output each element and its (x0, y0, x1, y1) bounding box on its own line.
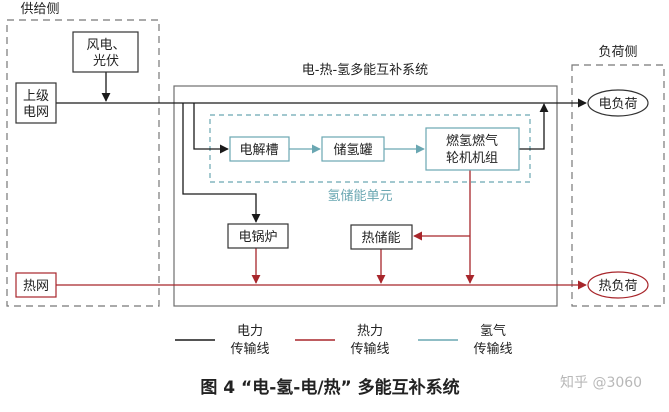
svg-text:电锅炉: 电锅炉 (238, 229, 277, 245)
svg-text:光伏: 光伏 (93, 54, 119, 69)
svg-text:热网: 热网 (23, 279, 49, 294)
electrolyzer-node: 电解槽 (229, 136, 290, 162)
legend: 电力 传输线 热力 传输线 氢气 传输线 (175, 323, 513, 357)
bus-to-boiler (182, 103, 261, 223)
svg-text:氢气: 氢气 (480, 323, 506, 339)
supply-side-region: 供给侧 (6, 2, 160, 307)
bus-to-electrolyzer (193, 103, 229, 154)
svg-text:轮机机组: 轮机机组 (446, 151, 498, 166)
fuel-cell-turbine-node: 燃氢燃气 轮机机组 (425, 127, 520, 171)
svg-text:风电、: 风电、 (86, 38, 125, 53)
multi-energy-system-box: 电-热-氢多能互补系统 (173, 62, 558, 307)
svg-text:电负荷: 电负荷 (598, 97, 637, 112)
figure-caption: 图 4 “电-氢-电/热” 多能互补系统 (200, 377, 459, 398)
supply-side-label: 供给侧 (20, 2, 59, 17)
load-side-label: 负荷侧 (598, 45, 637, 60)
turbine-to-bus (519, 103, 549, 150)
wind-pv-node: 风电、 光伏 (72, 31, 139, 73)
svg-text:燃氢燃气: 燃氢燃气 (446, 133, 498, 149)
watermark: 知乎 @3060 (560, 375, 643, 391)
svg-text:热储能: 热储能 (361, 231, 400, 246)
heat-network-node: 热网 (15, 272, 57, 298)
svg-text:传输线: 传输线 (350, 341, 389, 357)
svg-text:上级: 上级 (23, 89, 49, 104)
electric-boiler-node: 电锅炉 (227, 223, 289, 249)
heat-storage-node: 热储能 (350, 224, 413, 250)
svg-text:热负荷: 热负荷 (598, 279, 637, 294)
heat-load-node: 热负荷 (587, 271, 649, 299)
svg-text:传输线: 传输线 (473, 341, 512, 357)
electric-load-node: 电负荷 (587, 89, 649, 117)
upper-grid-node: 上级 电网 (15, 82, 57, 124)
svg-text:电网: 电网 (23, 105, 49, 120)
svg-text:储氢罐: 储氢罐 (333, 143, 372, 158)
svg-text:热力: 热力 (357, 324, 383, 339)
system-title: 电-热-氢多能互补系统 (302, 62, 428, 78)
hydrogen-tank-node: 储氢罐 (321, 136, 385, 162)
electric-lines (56, 72, 587, 223)
legend-item-heat: 热力 传输线 (295, 324, 390, 357)
load-side-region: 负荷侧 (571, 45, 665, 307)
svg-text:电解槽: 电解槽 (239, 143, 278, 158)
legend-item-electric: 电力 传输线 (175, 324, 270, 357)
svg-text:传输线: 传输线 (230, 341, 269, 357)
svg-text:电力: 电力 (237, 324, 263, 339)
heat-lines (56, 170, 587, 290)
legend-item-hydrogen: 氢气 传输线 (418, 323, 513, 357)
hydrogen-storage-unit-label: 氢储能单元 (327, 189, 392, 204)
